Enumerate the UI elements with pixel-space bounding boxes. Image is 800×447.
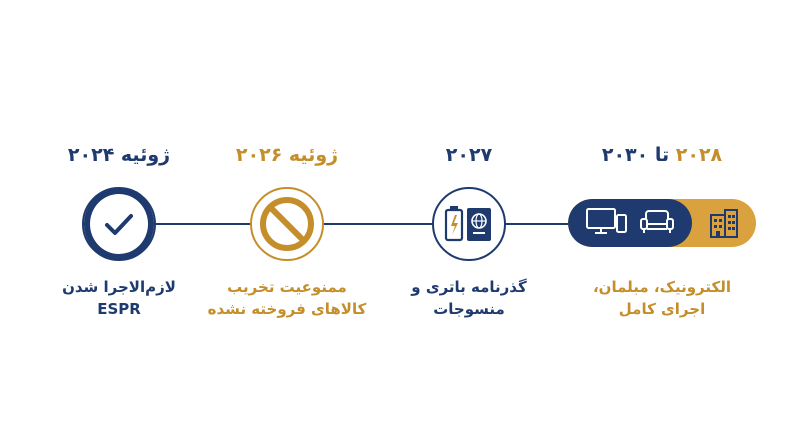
milestone-3-caption: گذرنامه باتری و منسوجات <box>369 276 569 320</box>
milestone-4-pill-navy <box>568 199 692 247</box>
milestone-4-heading-start: ۲۰۲۸ <box>675 144 723 166</box>
milestone-1-caption-line2: ESPR <box>97 300 141 318</box>
computer-devices-icon <box>585 206 629 240</box>
milestone-2-caption-line2: کالاهای فروخته نشده <box>207 300 367 318</box>
milestone-1-node <box>82 187 156 261</box>
prohibited-icon <box>257 194 317 254</box>
milestone-4-heading-end: ۲۰۳۰ <box>601 144 649 166</box>
building-icon <box>692 199 756 247</box>
milestone-3-heading: ۲۰۲۷ <box>445 144 493 166</box>
milestone-1-heading: ژوئیه ۲۰۲۴ <box>67 144 171 166</box>
milestone-2-caption-line1: ممنوعیت تخریب <box>227 278 347 296</box>
milestone-2-node <box>250 187 324 261</box>
sofa-icon <box>639 206 675 240</box>
milestone-2-heading: ژوئیه ۲۰۲۶ <box>235 144 339 166</box>
milestone-4-heading: ۲۰۲۸ تا ۲۰۳۰ <box>562 144 762 166</box>
check-circle-icon <box>84 188 154 260</box>
milestone-2-caption: ممنوعیت تخریب کالاهای فروخته نشده <box>187 276 387 320</box>
milestone-4-caption-line1: الکترونیک، مبلمان، <box>592 278 732 296</box>
milestone-4-pill <box>568 199 756 247</box>
milestone-1-caption-line1: لازم‌الاجرا شدن <box>62 278 176 296</box>
milestone-4-heading-middle: تا <box>654 144 670 166</box>
milestone-3-node <box>432 187 506 261</box>
milestone-3-caption-line1: گذرنامه باتری و <box>411 278 527 296</box>
milestone-3-caption-line2: منسوجات <box>433 300 505 318</box>
battery-passport-icon <box>439 194 499 254</box>
milestone-4-caption-line2: اجرای کامل <box>618 300 706 318</box>
timeline-line <box>118 223 718 225</box>
milestone-4-caption: الکترونیک، مبلمان، اجرای کامل <box>562 276 762 320</box>
milestone-1-caption: لازم‌الاجرا شدن ESPR <box>19 276 219 320</box>
